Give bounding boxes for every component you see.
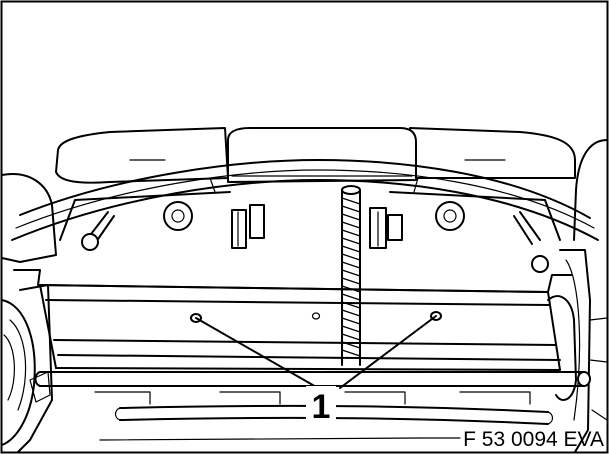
- guide-plate: [13, 269, 573, 371]
- screw-holes: [190, 311, 442, 323]
- right-wheel-housing: [547, 139, 608, 453]
- callout-label-background: [306, 386, 336, 422]
- callout-label: 1: [312, 388, 331, 426]
- callout-leaders: [195, 315, 437, 389]
- top-cover: [11, 127, 599, 241]
- roller-blades: [94, 391, 554, 441]
- figure-id: F 53 0094 EVA: [463, 428, 604, 451]
- support-rods: [81, 211, 549, 273]
- left-wheel-housing: [1, 173, 57, 453]
- coil-spring: [341, 185, 361, 366]
- inner-housing: [59, 191, 561, 241]
- center-hole: [311, 312, 321, 320]
- latch-clips: [231, 204, 403, 249]
